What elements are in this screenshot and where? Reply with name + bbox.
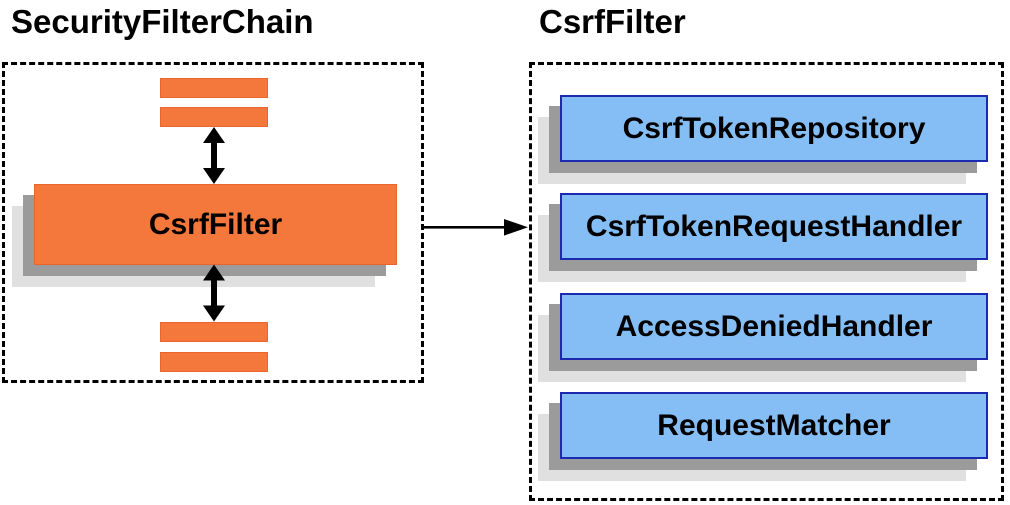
double-arrow-icon (203, 127, 225, 184)
csrf-filter-detail-container (529, 62, 1004, 501)
filter-placeholder-bar (160, 107, 268, 127)
component-box-request-matcher: RequestMatcher (560, 392, 988, 459)
security-filter-chain-container (2, 62, 424, 383)
filter-placeholder-bar (160, 322, 268, 342)
component-box-access-denied-handler: AccessDeniedHandler (560, 293, 988, 360)
component-label: CsrfTokenRequestHandler (585, 209, 963, 243)
csrf-filter-node: CsrfFilter (34, 184, 397, 265)
right-arrow-icon (424, 219, 528, 236)
double-arrow-icon (203, 264, 225, 322)
component-box-csrf-token-request-handler: CsrfTokenRequestHandler (560, 193, 988, 260)
filter-placeholder-bar (160, 78, 268, 98)
component-label: AccessDeniedHandler (615, 309, 933, 343)
filter-placeholder-bar (160, 352, 268, 372)
csrf-filter-node-label: CsrfFilter (148, 207, 283, 241)
csrf-filter-title: CsrfFilter (539, 3, 686, 40)
component-label: RequestMatcher (657, 408, 891, 442)
security-filter-chain-title: SecurityFilterChain (11, 3, 314, 40)
component-label: CsrfTokenRepository (622, 111, 926, 145)
component-box-csrf-token-repository: CsrfTokenRepository (560, 95, 988, 162)
